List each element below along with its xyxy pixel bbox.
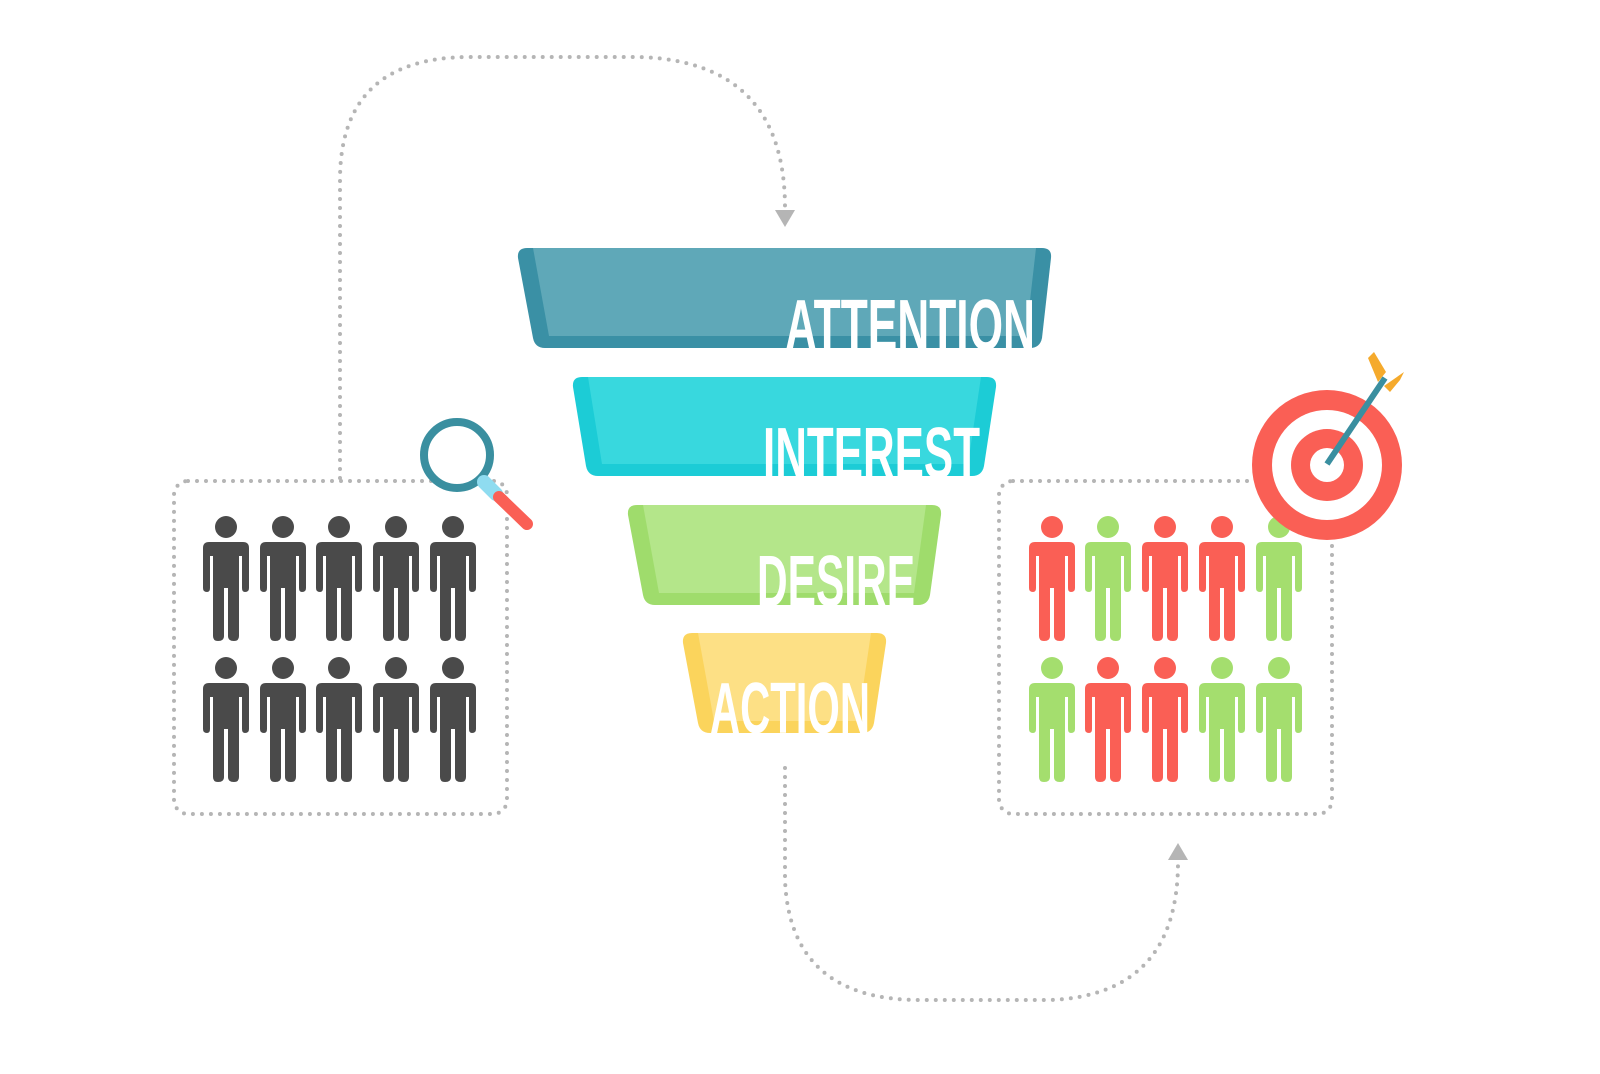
funnel: ATTENTION INTEREST DESIRE ACTION (517, 248, 1052, 749)
result-person-icon (1256, 516, 1302, 641)
funnel-stage-action: ACTION (682, 633, 887, 749)
audience-person-icon (373, 657, 419, 782)
result-person-icon (1142, 516, 1188, 641)
audience-box (172, 479, 509, 816)
result-person-icon (1142, 657, 1188, 782)
funnel-stage-label: INTEREST (763, 414, 980, 494)
audience-person-icon (260, 657, 306, 782)
funnel-stage-attention: ATTENTION (517, 248, 1052, 366)
result-person-icon (1199, 516, 1245, 641)
funnel-stage-label: ATTENTION (785, 286, 1035, 366)
audience-person-icon (373, 516, 419, 641)
funnel-stage-interest: INTEREST (572, 377, 997, 494)
target-arrow-icon (1252, 352, 1404, 540)
flow-path-bottom (783, 766, 1180, 1002)
magnifier-icon (420, 418, 533, 530)
audience-person-icon (203, 657, 249, 782)
audience-person-icon (316, 657, 362, 782)
result-person-icon (1029, 657, 1075, 782)
result-person-icon (1256, 657, 1302, 782)
flow-path-top (338, 55, 787, 480)
result-person-icon (1029, 516, 1075, 641)
result-person-icon (1085, 657, 1131, 782)
arrow-down-icon (775, 210, 795, 227)
results-box (997, 479, 1334, 816)
funnel-stage-label: DESIRE (757, 542, 915, 622)
funnel-stage-desire: DESIRE (627, 505, 942, 622)
audience-person-icon (260, 516, 306, 641)
audience-person-icon (430, 657, 476, 782)
arrow-up-icon (1168, 843, 1188, 860)
audience-person-icon (430, 516, 476, 641)
audience-person-icon (316, 516, 362, 641)
audience-person-icon (203, 516, 249, 641)
result-person-icon (1085, 516, 1131, 641)
result-person-icon (1199, 657, 1245, 782)
people-groups (203, 516, 1302, 782)
funnel-stage-label: ACTION (710, 669, 870, 749)
